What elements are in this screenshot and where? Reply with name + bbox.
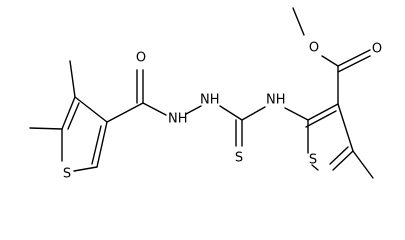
bond [337, 55, 371, 73]
bond [337, 103, 354, 152]
bond [292, 7, 305, 36]
bond [29, 127, 63, 130]
atom-label-nh: NH [200, 93, 220, 108]
bond [96, 121, 108, 168]
bond [241, 106, 266, 121]
atom-labels: O NH NH NH S S S O O [63, 41, 382, 182]
atom-label-nh: NH [266, 93, 286, 108]
atom-label-sulfur: S [309, 153, 317, 168]
bond [311, 164, 319, 171]
bond [219, 105, 243, 121]
bond [185, 105, 202, 115]
atom-label-sulfur: S [63, 167, 71, 182]
bond [74, 96, 108, 123]
atom-label-oxygen: O [372, 42, 382, 57]
bond [67, 102, 80, 130]
molecule-structure-diagram: O NH NH NH S S S O O [29, 7, 382, 182]
bond [321, 55, 339, 67]
bond [307, 103, 339, 121]
bond [305, 110, 337, 128]
atom-label-oxygen: O [309, 41, 319, 56]
bond [337, 49, 371, 67]
methyl-ester-group [292, 7, 371, 105]
bond [61, 96, 76, 130]
bond [329, 146, 349, 165]
bond [284, 107, 309, 121]
bond [106, 102, 144, 123]
bond [142, 102, 167, 116]
bond [69, 60, 76, 98]
atom-label-nh: NH [168, 112, 188, 127]
right-thiophene-ring [305, 103, 374, 179]
bond [332, 150, 354, 171]
bond [73, 166, 98, 172]
left-thiophene-ring [29, 60, 108, 172]
bond [91, 125, 102, 165]
linker-chain [106, 69, 309, 147]
atom-label-oxygen: O [136, 51, 146, 66]
atom-label-sulfur: S [235, 151, 243, 166]
bond [352, 150, 374, 179]
